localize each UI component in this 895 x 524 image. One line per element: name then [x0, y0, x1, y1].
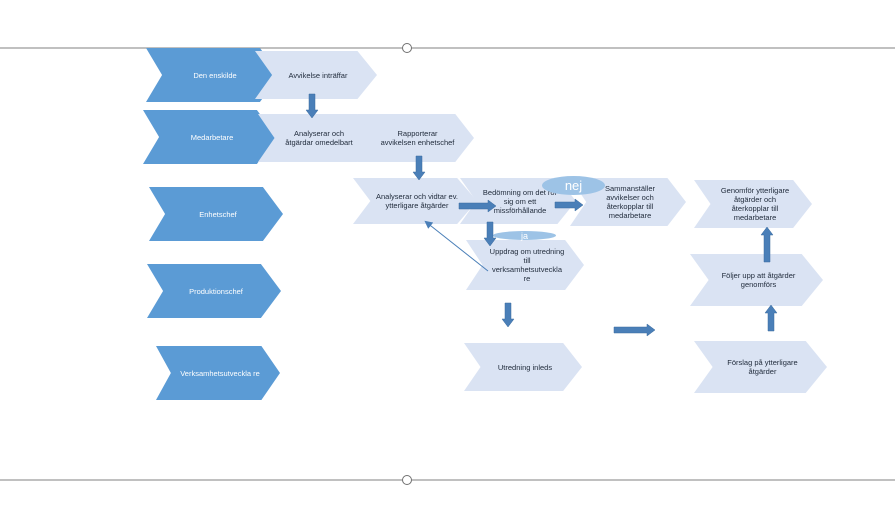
lane-label: Den enskilde [193, 70, 237, 80]
step-label: Följer upp att åtgärder genomförs [721, 271, 796, 289]
resize-handle-top[interactable] [402, 43, 412, 53]
step-label: Utredning inleds [497, 362, 553, 372]
step-label: Analyserar och åtgärdar omedelbart [285, 129, 353, 147]
step-uppdrag-utredning[interactable]: Uppdrag om utredning till verksamhetsutv… [466, 240, 584, 290]
step-label: Rapporterar avvikelsen enhetschef [380, 129, 455, 147]
step-forslag[interactable]: Förslag på ytterligare åtgärder [694, 341, 827, 393]
lane-medarbetare[interactable]: Medarbetare [143, 110, 277, 164]
step-rapporterar[interactable]: Rapporterar avvikelsen enhetschef [357, 114, 474, 162]
decision-yes-bubble[interactable]: ja [493, 230, 556, 241]
step-label: Genomför ytterligare åtgärder och återko… [720, 186, 790, 222]
step-label: Bedömning om det rör sig om ett missförh… [482, 187, 558, 215]
lane-verksamhetsutvecklare[interactable]: Verksamhetsutveckla re [156, 346, 280, 400]
step-label: Förslag på ytterligare åtgärder [727, 358, 798, 376]
decision-no-label: nej [564, 178, 583, 193]
lane-produktionschef[interactable]: Produktionschef [147, 264, 281, 318]
step-avvikelse-intraffar[interactable]: Avvikelse inträffar [255, 51, 377, 99]
lane-den-enskilde[interactable]: Den enskilde [146, 48, 280, 102]
step-label: Analyserar och vidtar ev. ytterligare åt… [376, 192, 458, 210]
lane-label: Verksamhetsutveckla re [180, 368, 260, 378]
step-foljer-upp[interactable]: Följer upp att åtgärder genomförs [690, 254, 823, 306]
resize-handle-bottom[interactable] [402, 475, 412, 485]
decision-no-bubble[interactable]: nej [542, 176, 605, 195]
step-genomfor[interactable]: Genomför ytterligare åtgärder och återko… [694, 180, 812, 228]
lane-enhetschef[interactable]: Enhetschef [149, 187, 283, 241]
lane-label: Produktionschef [189, 286, 243, 296]
step-analyserar-atgardar[interactable]: Analyserar och åtgärdar omedelbart [258, 114, 376, 162]
step-label: Sammanställer avvikelser och återkopplar… [604, 184, 656, 220]
decision-yes-label: ja [520, 230, 528, 241]
lane-label: Medarbetare [190, 132, 234, 142]
step-utredning-inleds[interactable]: Utredning inleds [464, 343, 582, 391]
lane-label: Enhetschef [199, 209, 237, 219]
step-label: Uppdrag om utredning till verksamhetsutv… [489, 247, 565, 283]
step-analyserar-vidtar[interactable]: Analyserar och vidtar ev. ytterligare åt… [353, 178, 477, 224]
step-label: Avvikelse inträffar [288, 70, 348, 80]
